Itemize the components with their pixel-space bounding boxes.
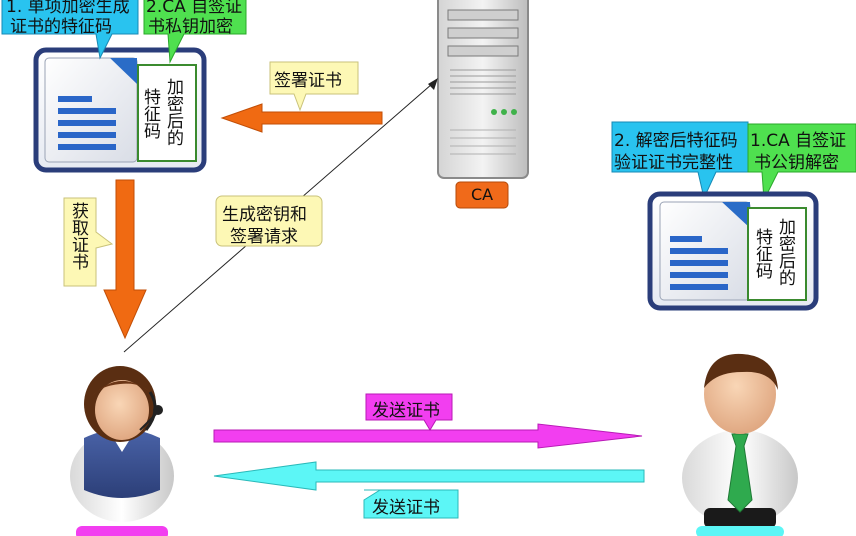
send-cert-right-label: 发送证书 xyxy=(372,401,440,421)
top-left-certificate xyxy=(33,47,207,173)
right-stamp-text-col2: 特征码 xyxy=(752,228,772,279)
right-certificate xyxy=(647,191,819,311)
text-line xyxy=(670,236,702,242)
callout-private-key-line2: 书私钥加密 xyxy=(148,17,233,37)
get-cert-label: 获取证书 xyxy=(68,202,88,270)
woman-headset-icon xyxy=(70,366,174,536)
man-tie-icon xyxy=(682,353,798,536)
callout-public-key-line2: 书公钥解密 xyxy=(754,153,839,173)
page-fold-icon xyxy=(110,58,137,84)
callout-ca-public-key xyxy=(747,123,856,202)
sign-cert-arrow xyxy=(220,103,383,133)
stamp-text-col2: 特征码 xyxy=(140,88,160,139)
ca-badge xyxy=(455,181,509,209)
key-request-arrowhead xyxy=(428,78,438,90)
text-line xyxy=(670,248,728,254)
text-line xyxy=(58,108,116,114)
status-led xyxy=(491,109,497,115)
get-cert-label-box xyxy=(63,197,114,287)
key-request-label-line1: 生成密钥和 xyxy=(222,205,307,225)
send-cert-left-arrow xyxy=(213,461,645,491)
callout-verify-line1: 2. 解密后特征码 xyxy=(614,131,738,151)
callout-verify-line2: 验证证书完整性 xyxy=(614,153,733,173)
send-cert-left-label: 发送证书 xyxy=(372,498,440,518)
text-line xyxy=(670,272,728,278)
status-led xyxy=(501,109,507,115)
right-stamp-text-col1: 加密后的 xyxy=(775,218,795,286)
encrypted-hash-stamp xyxy=(137,64,197,162)
callout-private-key-line1: 2.CA 自签证 xyxy=(146,0,243,17)
send-cert-left-label-box xyxy=(363,489,459,519)
stamp-text-col1: 加密后的 xyxy=(163,78,183,146)
callout-hash-line1: 1. 单项加密生成 xyxy=(6,0,130,17)
key-request-label-line2: 签署请求 xyxy=(230,227,298,247)
sign-cert-label-box xyxy=(269,61,359,112)
encrypted-hash-stamp xyxy=(747,207,807,301)
get-cert-arrow xyxy=(103,179,147,340)
text-line xyxy=(58,96,92,102)
ca-label: CA xyxy=(470,185,494,204)
callout-hash-generation xyxy=(1,0,139,60)
text-line xyxy=(670,284,728,290)
ca-server-icon xyxy=(437,0,529,179)
callout-public-key-line1: 1.CA 自签证 xyxy=(750,131,847,151)
sign-cert-label: 签署证书 xyxy=(274,71,342,91)
text-line xyxy=(58,132,116,138)
text-line xyxy=(670,260,728,266)
callout-hash-line2: 证书的特征码 xyxy=(10,17,112,37)
send-cert-right-label-box xyxy=(365,393,453,431)
text-line xyxy=(58,144,116,150)
page-fold-icon xyxy=(722,202,750,228)
text-line xyxy=(58,120,116,126)
callout-ca-private-key xyxy=(143,0,247,64)
key-request-label-box xyxy=(215,195,323,247)
send-cert-right-arrow xyxy=(213,423,643,449)
status-led xyxy=(511,109,517,115)
